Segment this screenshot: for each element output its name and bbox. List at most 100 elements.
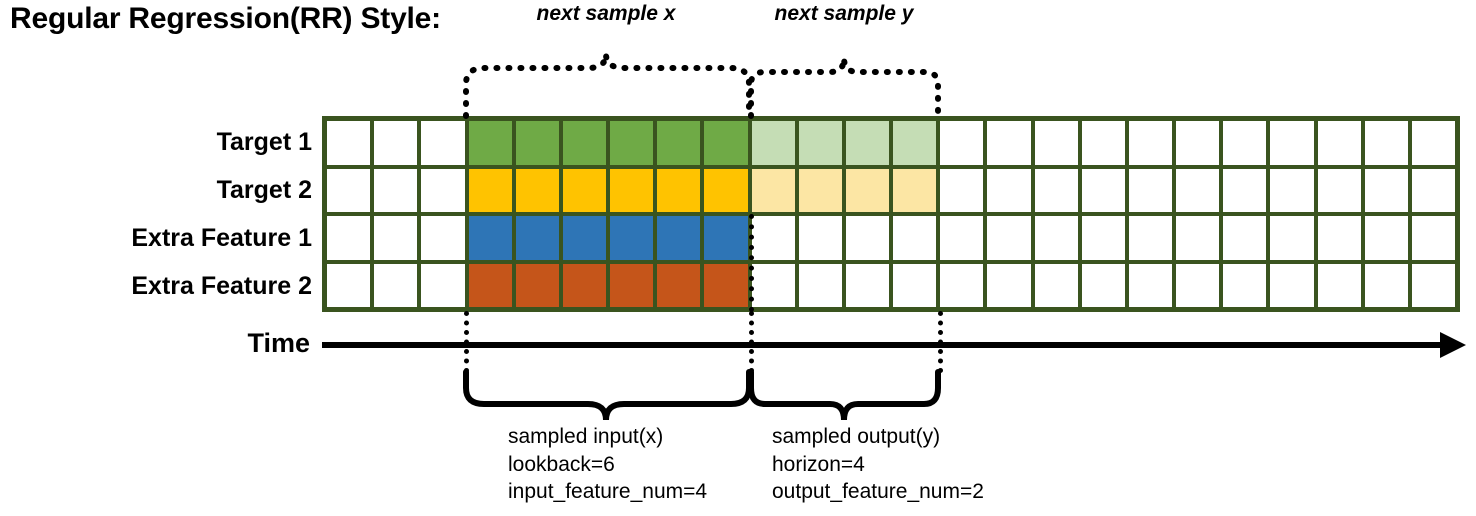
grid-cell-r1-c1-empty [327,121,371,165]
grid-cell-r2-c3-empty [421,168,465,212]
grid-cell-r1-c12-output [845,121,889,165]
top-brace-next-sample-x [463,53,752,119]
grid-cell-r1-c9-input [704,121,748,165]
grid-cell-r2-c4-input [468,168,512,212]
grid-cell-r3-c18-empty [1128,216,1172,260]
grid-cell-r4-c17-empty [1081,263,1125,307]
grid-cell-r2-c10-output [751,168,795,212]
grid-cell-r2-c23-empty [1364,168,1408,212]
grid-cell-r1-c8-input [657,121,701,165]
top-brace-next-sample-y [748,57,941,119]
caption-output-line-2: horizon=4 [772,452,865,476]
grid-cell-r3-c5-input [515,216,559,260]
grid-cell-r3-c24-empty [1411,216,1455,260]
caption-input-line-1: sampled input(x) [508,425,664,448]
guide-line-input-start [464,311,469,373]
caption-output-line-3: output_feature_num=2 [772,480,984,504]
grid-cell-r3-c3-empty [421,216,465,260]
grid-cell-r4-c15-empty [987,263,1031,307]
grid-cell-r2-c24-empty [1411,168,1455,212]
grid-cell-r3-c14-empty [940,216,984,260]
guide-line-output-end [938,311,943,373]
bottom-brace-sampled-input [463,369,752,421]
row-label-target-2: Target 2 [216,176,312,204]
grid-cell-r3-c10-empty [751,216,795,260]
bottom-brace-sampled-output [748,369,941,421]
grid-cell-r3-c12-empty [845,216,889,260]
grid-cell-r4-c18-empty [1128,263,1172,307]
time-axis-label: Time [247,328,310,358]
grid-cell-r4-c10-empty [751,263,795,307]
grid-cell-r3-c17-empty [1081,216,1125,260]
grid-cell-r1-c17-empty [1081,121,1125,165]
time-axis-line [322,342,1448,348]
grid-cell-r2-c21-empty [1270,168,1314,212]
top-brace-label-next-sample-y: next sample y [774,2,914,25]
grid-cell-r3-c7-input [610,216,654,260]
grid-cell-r4-c2-empty [374,263,418,307]
caption-input-line-2: lookback=6 [508,452,615,476]
grid-cell-r2-c9-input [704,168,748,212]
page-title: Regular Regression(RR) Style: [10,2,441,35]
grid-cell-r4-c5-input [515,263,559,307]
grid-cell-r1-c19-empty [1176,121,1220,165]
grid-cell-r2-c8-input [657,168,701,212]
grid-cell-r3-c6-input [562,216,606,260]
grid-cell-r3-c16-empty [1034,216,1078,260]
grid-cell-r4-c16-empty [1034,263,1078,307]
grid-cell-r4-c23-empty [1364,263,1408,307]
grid-cell-r1-c3-empty [421,121,465,165]
grid-cell-r2-c13-output [893,168,937,212]
grid-cell-r3-c15-empty [987,216,1031,260]
grid-cell-r3-c2-empty [374,216,418,260]
grid-cell-r2-c5-input [515,168,559,212]
grid-cell-r1-c10-output [751,121,795,165]
row-label-extra-feature-2: Extra Feature 2 [131,272,312,300]
grid-cell-r3-c1-empty [327,216,371,260]
time-axis-arrow-icon [1440,332,1466,358]
grid-cell-r1-c7-input [610,121,654,165]
guide-line-input-end [749,311,754,373]
grid-cell-r1-c18-empty [1128,121,1172,165]
row-label-column: Target 1 Target 2 Extra Feature 1 Extra … [0,0,312,320]
row-label-target-1: Target 1 [216,128,312,156]
grid-cell-r2-c12-output [845,168,889,212]
grid-cell-r3-c11-empty [798,216,842,260]
grid-cell-r4-c7-input [610,263,654,307]
caption-sampled-input: sampled input(x) lookback=6 input_featur… [508,423,707,506]
grid-cell-r1-c21-empty [1270,121,1314,165]
grid-cell-r1-c11-output [798,121,842,165]
grid-cell-r2-c14-empty [940,168,984,212]
row-label-extra-feature-1: Extra Feature 1 [131,224,312,252]
grid-cell-r1-c23-empty [1364,121,1408,165]
grid-cell-r3-c20-empty [1223,216,1267,260]
grid-cell-r1-c6-input [562,121,606,165]
grid-cell-r2-c7-input [610,168,654,212]
grid-cell-r3-c8-input [657,216,701,260]
grid-cell-r4-c8-input [657,263,701,307]
grid-cell-r4-c22-empty [1317,263,1361,307]
grid-cell-r4-c1-empty [327,263,371,307]
grid-cell-r2-c15-empty [987,168,1031,212]
caption-input-line-3: input_feature_num=4 [508,480,708,504]
grid-cell-r3-c9-input [704,216,748,260]
grid-cell-r1-c15-empty [987,121,1031,165]
grid-cell-r3-c13-empty [893,216,937,260]
grid-cell-r3-c22-empty [1317,216,1361,260]
grid-cell-r2-c18-empty [1128,168,1172,212]
grid-cell-r4-c13-empty [893,263,937,307]
grid-cell-r2-c17-empty [1081,168,1125,212]
grid-cell-r3-c19-empty [1176,216,1220,260]
grid-cell-r1-c13-output [893,121,937,165]
grid-cell-r2-c19-empty [1176,168,1220,212]
grid-cell-r3-c23-empty [1364,216,1408,260]
grid-cell-r4-c9-input [704,263,748,307]
grid-cell-r4-c11-empty [798,263,842,307]
grid-cell-r2-c1-empty [327,168,371,212]
grid-cell-r4-c3-empty [421,263,465,307]
grid-cell-r2-c22-empty [1317,168,1361,212]
grid-cell-r4-c14-empty [940,263,984,307]
caption-output-line-1: sampled output(y) [772,425,941,448]
grid-cell-r4-c19-empty [1176,263,1220,307]
